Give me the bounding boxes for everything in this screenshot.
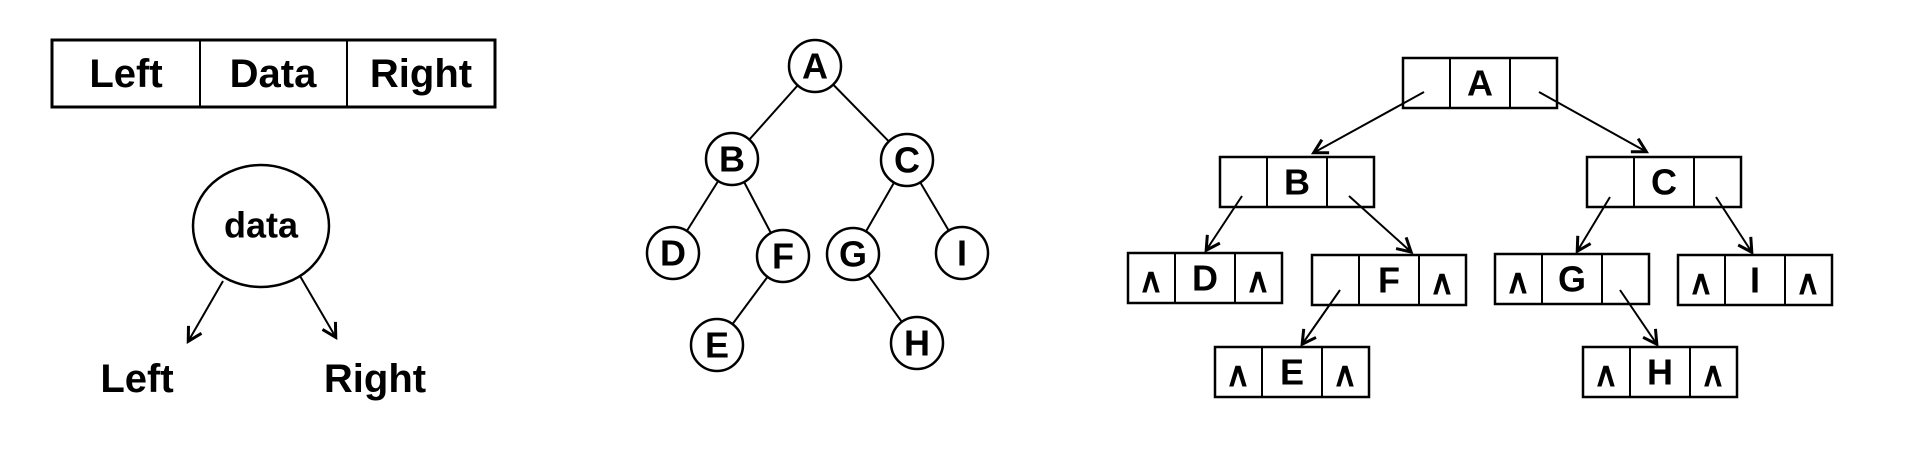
linked-node-a-box [1401,56,1559,110]
linked-node-g: ∧ G [1493,252,1651,306]
linked-node-b-box [1218,155,1376,209]
arrow-a-right-to-c [1538,91,1645,151]
arrow-b-left-to-d [1207,195,1243,249]
linked-node-d-label: D [1192,258,1218,299]
data-node-circle [191,163,331,289]
linked-node-d-null-right: ∧ [1246,262,1271,300]
linked-node-i: ∧ I ∧ [1676,253,1834,307]
linked-node-f-label: F [1378,260,1400,301]
tree-node-f-circle [755,228,811,284]
tree-node-d-label: D [660,233,686,274]
linked-node-i-null-left: ∧ [1689,264,1714,302]
tree-node-c-label: C [894,140,920,181]
arrow-c-left-to-g [1578,196,1611,250]
linked-node-d: ∧ D ∧ [1126,251,1284,305]
linked-node-d-null-left: ∧ [1139,262,1164,300]
linked-node-h-null-right: ∧ [1701,356,1726,394]
arrow-b-right-to-f [1348,195,1410,251]
tree-node-c-circle [879,132,935,188]
linked-node-i-null-right: ∧ [1796,264,1821,302]
linked-node-a: A [1401,56,1559,110]
data-node-label: data [224,205,299,246]
record-cell-right: Right [370,52,472,96]
arrow-a-left-to-b [1315,91,1425,152]
record-cell-left: Left [89,52,162,96]
tree-node-a-label: A [802,46,828,87]
linked-node-c: C [1585,155,1743,209]
tree-node-i-label: I [957,233,967,274]
linked-node-g-null-left: ∧ [1506,263,1531,301]
linked-node-f: F ∧ [1310,253,1468,307]
tree-node-b-label: B [719,139,745,180]
linked-node-e-null-left: ∧ [1226,356,1251,394]
tree-node-a-circle [787,38,843,94]
tree-node-i-circle [934,225,990,281]
linked-node-g-label: G [1558,259,1586,300]
linked-node-b-label: B [1284,162,1310,203]
tree-node-e-circle [689,317,745,373]
tree-node-d-circle [645,225,701,281]
tree-node-g-label: G [839,234,867,275]
linked-node-h: ∧ H ∧ [1581,345,1739,399]
linked-node-h-label: H [1647,352,1673,393]
record-cell-data: Data [230,52,317,96]
linked-node-b: B [1218,155,1376,209]
linked-node-i-label: I [1750,260,1760,301]
tree-node-b-circle [704,131,760,187]
linked-node-h-null-left: ∧ [1594,356,1619,394]
linked-node-f-null-right: ∧ [1430,264,1455,302]
arrow-c-right-to-i [1715,196,1751,251]
arrow-g-right-to-h [1619,289,1656,343]
linked-node-f-box [1310,253,1468,307]
tree-node-g-circle [825,226,881,282]
right-pointer-arrow [299,275,335,336]
linked-representation-diagram: A B C ∧ D ∧ F [1126,56,1834,399]
binary-tree-diagram: A B C D F G I E H [645,38,990,373]
linked-node-d-box [1126,251,1284,305]
linked-node-e-label: E [1280,352,1304,393]
arrow-f-left-to-e [1303,289,1341,343]
left-pointer-label: Left [100,357,173,401]
linked-node-e: ∧ E ∧ [1213,345,1371,399]
linked-node-e-null-right: ∧ [1333,356,1358,394]
linked-node-e-box [1213,345,1371,399]
tree-node-h-label: H [904,323,930,364]
linked-node-h-box [1581,345,1739,399]
linked-node-c-label: C [1651,162,1677,203]
linked-node-i-box [1676,253,1834,307]
tree-node-e-label: E [705,325,729,366]
record-box [50,38,497,109]
linked-node-a-label: A [1467,63,1493,104]
left-pointer-arrow [189,280,224,340]
linked-node-c-box [1585,155,1743,209]
tree-node-f-label: F [772,236,794,277]
tree-node-h-circle [889,315,945,371]
right-pointer-label: Right [324,357,426,401]
node-record-diagram: Left Data Right data Left Right [50,38,497,401]
